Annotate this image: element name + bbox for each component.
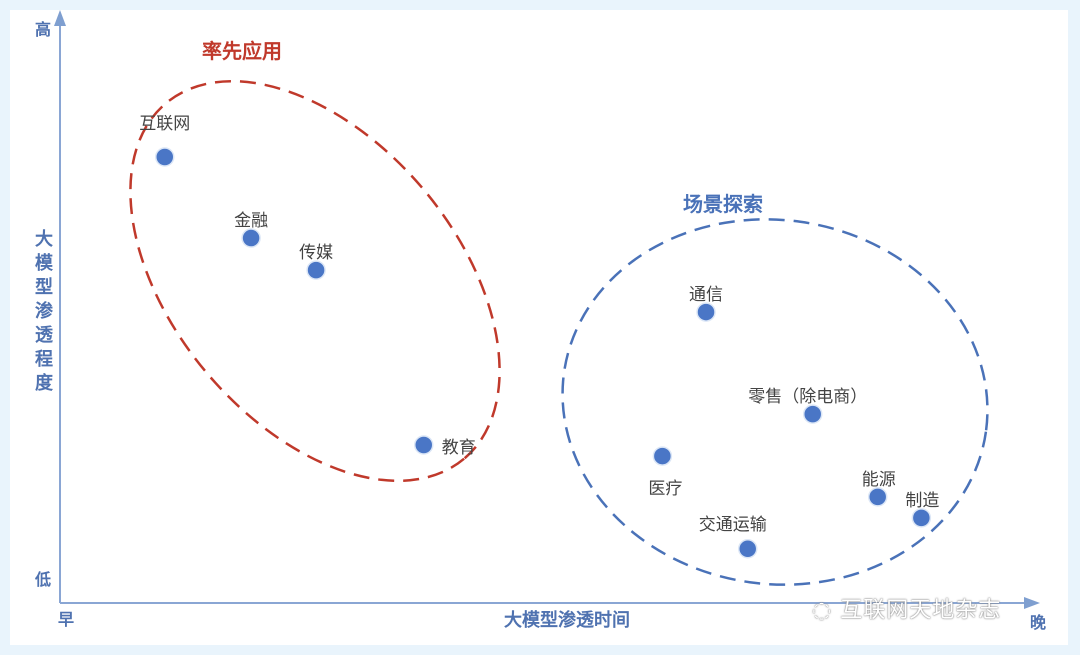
group-ellipse-early [129,79,501,483]
y-axis-title: 大模型渗透程度 [35,228,54,394]
watermark-text: 互联网天地杂志 [840,598,1002,623]
data-point [696,302,716,322]
data-label: 能源 [862,470,896,490]
group-label-explore: 场景探索 [683,192,763,216]
x-high-label: 晚 [1030,613,1046,632]
data-point [802,404,823,424]
data-label: 交通运输 [699,515,767,535]
group-label-early: 率先应用 [202,39,282,63]
y-low-label: 低 [34,570,51,589]
data-point [241,228,261,248]
data-point [652,446,673,466]
data-point [306,260,326,280]
data-point [155,147,175,167]
data-label: 通信 [689,285,723,305]
x-low-label: 早 [58,610,74,629]
group-ellipse-explore [561,218,989,586]
data-label: 教育 [442,438,476,458]
data-label: 医疗 [648,479,682,499]
data-point [867,487,888,507]
y-high-label: 高 [35,20,51,39]
x-axis-title: 大模型渗透时间 [504,609,630,631]
data-label: 制造 [905,491,939,511]
data-label: 互联网 [139,114,190,134]
data-point [414,435,434,455]
data-point [911,508,932,528]
watermark: ◌ 互联网天地杂志 [812,598,1002,623]
data-label: 传媒 [299,243,333,263]
chart-panel [10,10,1068,645]
data-label: 零售（除电商） [748,387,867,407]
data-point [737,539,758,559]
data-label: 金融 [234,211,268,231]
